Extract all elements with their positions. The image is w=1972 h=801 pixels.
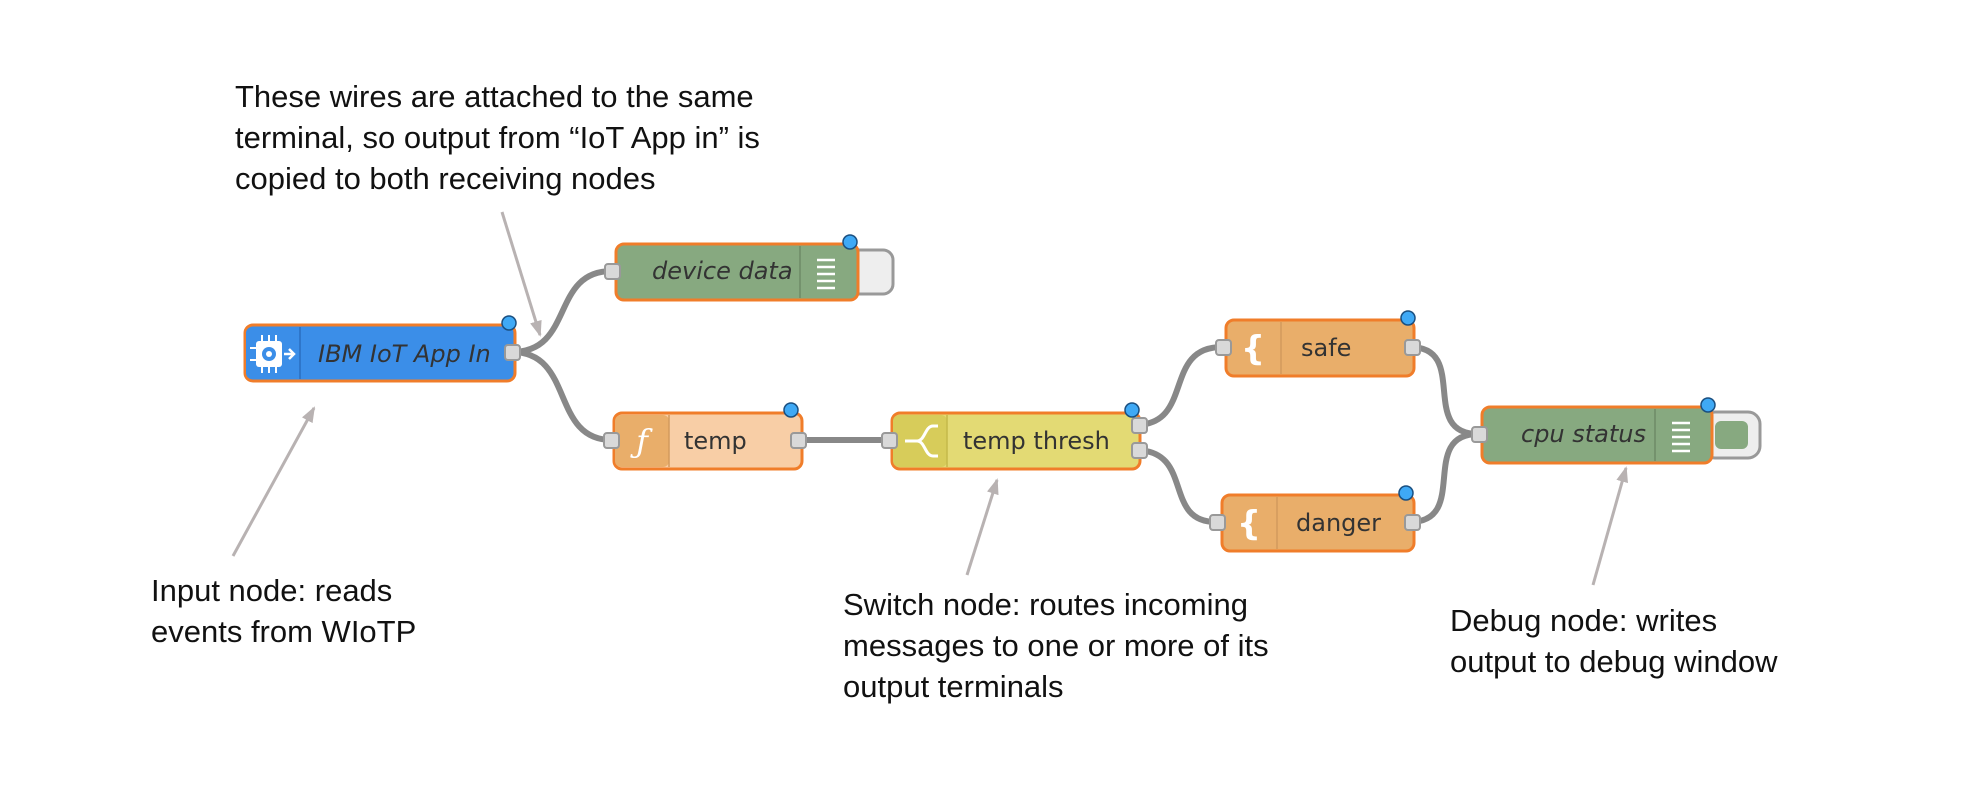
annotation-debug-node: Debug node: writes output to debug windo… — [1450, 603, 1778, 679]
template-brace-icon: { — [1237, 504, 1261, 544]
function-icon: ƒ — [630, 422, 653, 460]
node-device-data[interactable]: device data — [604, 234, 895, 302]
output-port-1[interactable] — [1131, 417, 1148, 434]
changed-badge — [1398, 485, 1414, 501]
changed-badge — [1700, 397, 1716, 413]
pointer-arrow-switch — [965, 478, 999, 576]
node-temp[interactable]: ƒ temp — [603, 402, 807, 471]
output-port[interactable] — [504, 344, 521, 361]
changed-badge — [1124, 402, 1140, 418]
node-ibm-iot-app-in[interactable]: IBM IoT App In — [243, 315, 521, 383]
wire-safe-to-cpu-status[interactable] — [1407, 344, 1481, 437]
pointer-arrow-wires — [500, 211, 542, 337]
node-safe[interactable]: { safe — [1215, 310, 1421, 378]
annotation-input-node: Input node: reads events from WIoTP — [151, 573, 417, 649]
pointer-arrow-debug — [1591, 466, 1628, 586]
switch-icon — [905, 424, 938, 458]
node-label: cpu status — [1521, 420, 1646, 448]
input-port[interactable] — [604, 263, 621, 280]
pointer-arrow-input — [231, 406, 316, 557]
template-brace-icon: { — [1241, 329, 1265, 369]
output-port[interactable] — [1404, 514, 1421, 531]
output-port-2[interactable] — [1131, 442, 1148, 459]
input-port[interactable] — [1471, 426, 1488, 443]
output-port[interactable] — [1404, 339, 1421, 356]
annotation-wires: These wires are attached to the same ter… — [235, 79, 760, 196]
node-temp-thresh[interactable]: temp thresh — [881, 402, 1148, 471]
output-port[interactable] — [790, 432, 807, 449]
iot-chip-icon — [250, 335, 296, 373]
node-label: device data — [652, 257, 793, 285]
wire-iot-to-temp[interactable] — [509, 349, 615, 443]
input-port[interactable] — [881, 432, 898, 449]
input-port[interactable] — [603, 432, 620, 449]
node-label: temp thresh — [963, 427, 1110, 455]
input-port[interactable] — [1209, 514, 1226, 531]
changed-badge — [783, 402, 799, 418]
node-cpu-status[interactable]: cpu status — [1471, 397, 1762, 465]
changed-badge — [842, 234, 858, 250]
node-label: IBM IoT App In — [318, 340, 491, 368]
node-label: danger — [1296, 509, 1381, 537]
input-port[interactable] — [1215, 339, 1232, 356]
debug-toggle-indicator — [1715, 421, 1748, 449]
debug-list-icon — [1672, 421, 1690, 453]
node-danger[interactable]: { danger — [1209, 485, 1421, 553]
changed-badge — [501, 315, 517, 331]
wire-danger-to-cpu-status[interactable] — [1407, 431, 1481, 525]
changed-badge — [1400, 310, 1416, 326]
debug-list-icon — [817, 258, 835, 290]
wire-switch-to-danger[interactable] — [1132, 447, 1219, 525]
wire-iot-to-device-data[interactable] — [509, 268, 615, 355]
node-label: temp — [684, 427, 747, 455]
annotation-switch-node: Switch node: routes incoming messages to… — [843, 587, 1269, 704]
node-label: safe — [1301, 334, 1351, 362]
wire-switch-to-safe[interactable] — [1132, 344, 1225, 428]
